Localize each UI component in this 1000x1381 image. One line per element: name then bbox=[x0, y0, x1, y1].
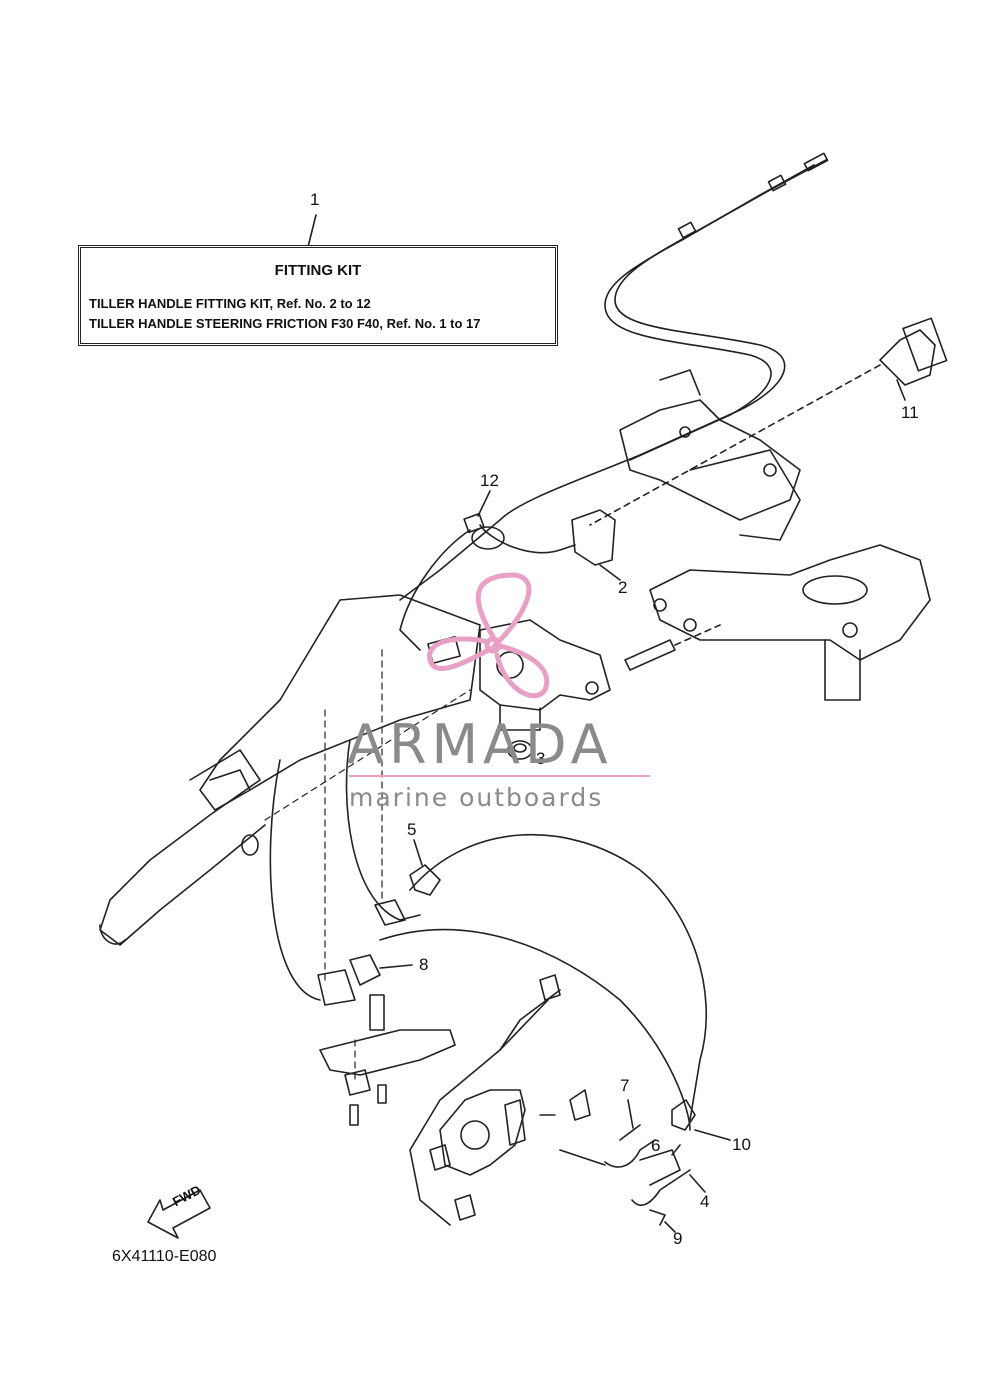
watermark-name: ARMADA bbox=[347, 713, 613, 776]
part-3-nut bbox=[507, 740, 533, 760]
control-cables-top bbox=[399, 152, 829, 601]
spring-bolt bbox=[624, 624, 721, 671]
mounting-plate bbox=[319, 994, 456, 1126]
callout-9: 9 bbox=[673, 1229, 683, 1248]
callout-12: 12 bbox=[480, 471, 499, 490]
part-2-friction-block bbox=[571, 509, 621, 581]
callout-1: 1 bbox=[310, 190, 320, 209]
callout-3: 3 bbox=[536, 749, 546, 768]
part-11-connector bbox=[589, 317, 948, 526]
callout-5: 5 bbox=[407, 820, 417, 839]
callout-10: 10 bbox=[732, 1135, 751, 1154]
tiller-handle-body bbox=[99, 594, 481, 946]
throttle-cable-end bbox=[499, 974, 561, 1051]
link-rods bbox=[559, 1099, 706, 1206]
part-8-clip bbox=[317, 954, 413, 1006]
callout-6: 6 bbox=[651, 1136, 661, 1155]
fitting-kit-line-1: TILLER HANDLE FITTING KIT, Ref. No. 2 to… bbox=[89, 296, 371, 311]
callout-11: 11 bbox=[901, 403, 919, 422]
part-12-grommet bbox=[463, 490, 505, 550]
diagram-code: 6X41110-E080 bbox=[112, 1248, 217, 1265]
callout-7: 7 bbox=[620, 1076, 630, 1095]
watermark-propeller-logo bbox=[427, 572, 550, 699]
part-5-clip bbox=[374, 839, 441, 926]
steering-arm bbox=[649, 544, 931, 701]
lower-cables bbox=[269, 739, 708, 1226]
callout-2: 2 bbox=[618, 578, 628, 597]
part-9-clip bbox=[649, 1209, 676, 1233]
throttle-housing bbox=[479, 619, 611, 731]
steering-bracket-upper bbox=[619, 369, 801, 541]
fitting-kit-title: FITTING KIT bbox=[274, 262, 362, 279]
fitting-kit-line-2: TILLER HANDLE STEERING FRICTION F30 F40,… bbox=[89, 316, 481, 331]
fwd-arrow bbox=[147, 1189, 211, 1239]
callout-4: 4 bbox=[700, 1192, 710, 1211]
watermark-tagline: marine outboards bbox=[349, 783, 604, 812]
callout-8: 8 bbox=[419, 955, 429, 974]
throttle-mechanism bbox=[429, 1089, 591, 1221]
part-10-cable-end bbox=[671, 1099, 731, 1141]
fitting-kit-label: FITTING KIT TILLER HANDLE FITTING KIT, R… bbox=[78, 245, 558, 346]
